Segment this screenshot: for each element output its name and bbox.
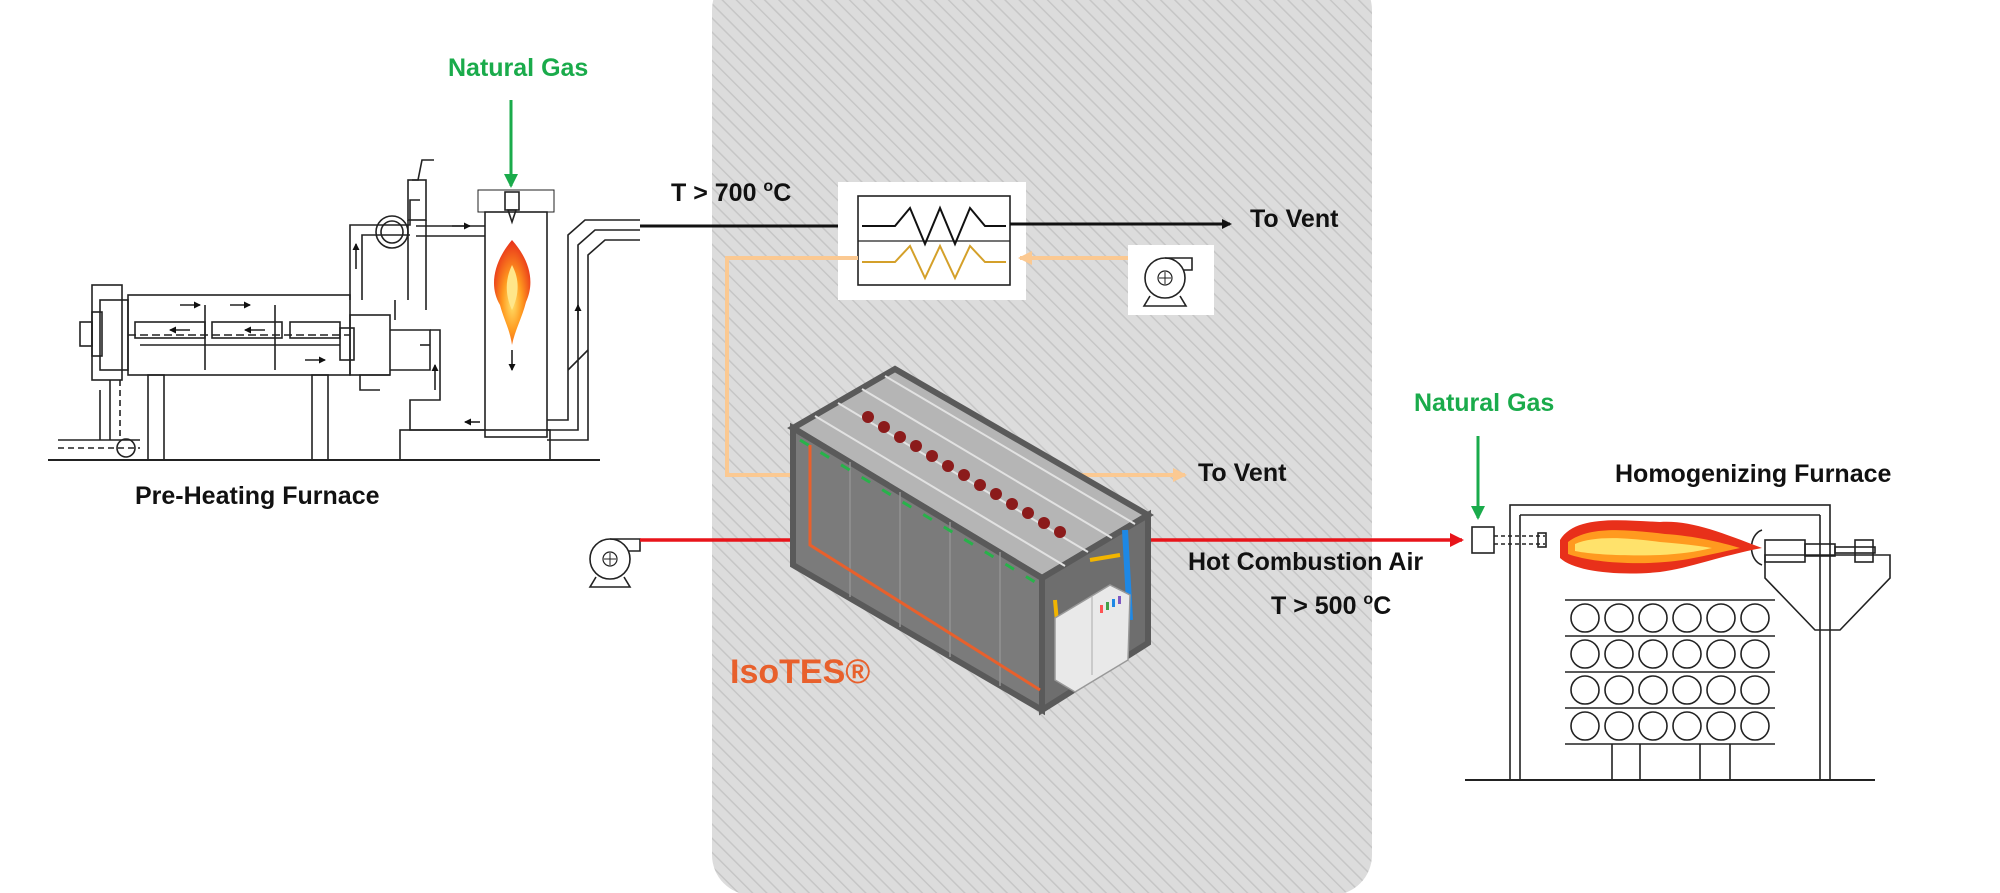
- homogenizing-furnace: [1465, 504, 1891, 781]
- isotes-label: IsoTES®: [730, 653, 871, 691]
- billet-stack: [1570, 603, 1770, 741]
- air-temp-prefix: T > 500: [1271, 592, 1364, 620]
- air-temperature-label: T > 500 oC: [1271, 592, 1391, 619]
- hot-combustion-air-label: Hot Combustion Air: [1188, 548, 1424, 576]
- blower-fan-top: [1128, 245, 1214, 315]
- burner-flame-icon: [1560, 520, 1762, 574]
- homogenizing-furnace-label: Homogenizing Furnace: [1615, 460, 1892, 488]
- air-temp-unit: C: [1373, 592, 1392, 620]
- natural-gas-right-label: Natural Gas: [1414, 389, 1555, 417]
- to-vent-top-label: To Vent: [1250, 205, 1339, 233]
- isotes-container: [787, 365, 1154, 716]
- exhaust-temp-unit: C: [773, 179, 792, 207]
- air-temp-degree: o: [1363, 591, 1374, 608]
- preheating-furnace-label: Pre-Heating Furnace: [135, 482, 380, 510]
- blower-fan-left: [578, 526, 644, 596]
- natural-gas-top-label: Natural Gas: [448, 54, 589, 82]
- exhaust-temp-prefix: T > 700: [671, 179, 764, 207]
- exhaust-temperature-label: T > 700 oC: [671, 179, 791, 206]
- to-vent-mid-label: To Vent: [1198, 459, 1287, 487]
- preheating-furnace: [48, 159, 640, 461]
- exhaust-temp-degree: o: [763, 178, 774, 195]
